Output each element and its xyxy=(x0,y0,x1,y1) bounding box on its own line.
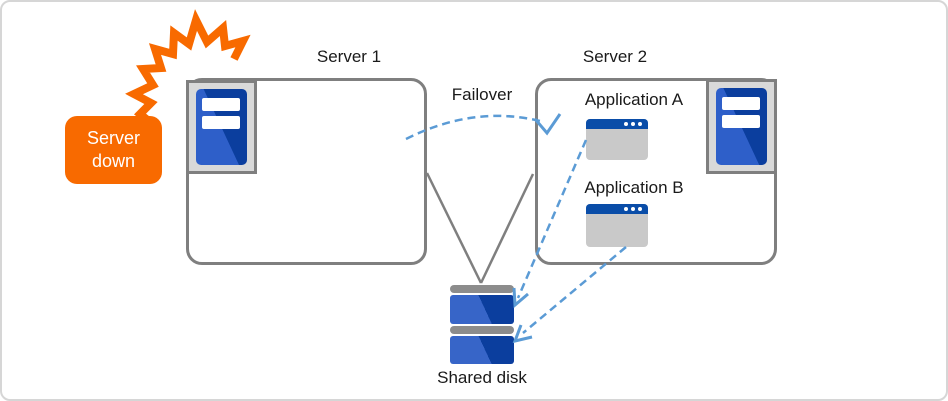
server-down-label: Server down xyxy=(86,127,140,171)
server-tower-body xyxy=(716,88,767,165)
window-dots-icon xyxy=(638,122,642,126)
server1-label: Server 1 xyxy=(316,47,382,66)
server2-disk-line xyxy=(479,173,535,284)
server-slot xyxy=(722,115,760,128)
disk-cap xyxy=(450,326,514,334)
server1-tower-icon xyxy=(186,80,257,174)
server-down-callout: Server down xyxy=(65,116,162,184)
app-a-arrowhead-icon xyxy=(512,287,529,309)
application-b-label: Application B xyxy=(584,178,684,197)
server1-disk-line xyxy=(425,172,483,284)
window-dots-icon xyxy=(638,207,642,211)
app-b-arrowhead-icon xyxy=(512,324,533,344)
server-slot xyxy=(202,116,240,129)
shared-disk-icon xyxy=(450,285,514,364)
disk-platter xyxy=(450,295,514,324)
server2-tower-icon xyxy=(706,79,777,174)
server-slot xyxy=(722,97,760,110)
server2-label: Server 2 xyxy=(582,47,648,66)
failover-label: Failover xyxy=(451,85,513,104)
server-tower-body xyxy=(196,89,247,165)
app-window-titlebar xyxy=(586,204,648,214)
disk-cap xyxy=(450,285,514,293)
application-b-window-icon xyxy=(586,204,648,247)
shared-disk-label: Shared disk xyxy=(437,368,527,387)
app-window-titlebar xyxy=(586,119,648,129)
server-slot xyxy=(202,98,240,111)
application-a-window-icon xyxy=(586,119,648,160)
disk-platter xyxy=(450,336,514,364)
application-a-label: Application A xyxy=(584,90,684,109)
